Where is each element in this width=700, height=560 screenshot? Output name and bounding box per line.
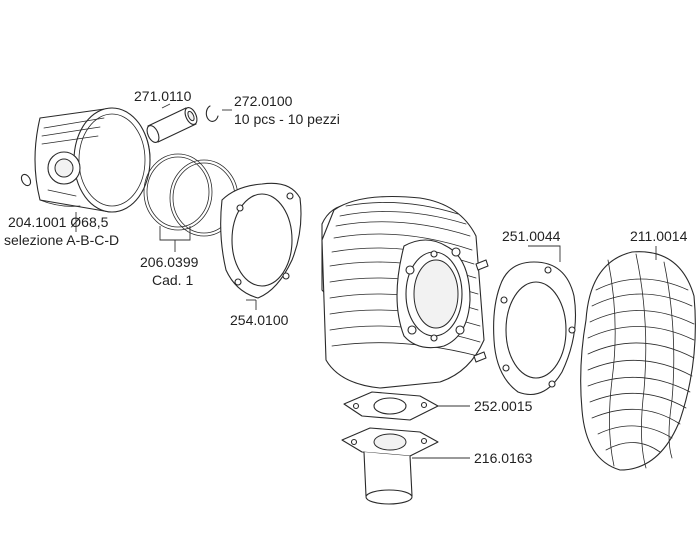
head-gasket — [493, 261, 577, 396]
base-gasket — [220, 182, 302, 299]
label-intake-gasket: 252.0015 — [474, 398, 533, 414]
label-intake-manifold: 216.0163 — [474, 450, 533, 466]
label-piston-selection: selezione A-B-C-D — [4, 232, 119, 248]
intake-manifold — [341, 427, 439, 505]
intake-gasket — [343, 391, 439, 421]
label-rings: 206.0399 — [140, 254, 199, 270]
cylinder — [321, 196, 485, 389]
label-circlip: 272.0100 — [234, 93, 293, 109]
label-rings-qty: Cad. 1 — [152, 272, 193, 288]
piston — [34, 107, 151, 213]
circlip — [205, 105, 219, 122]
label-cylinder-head: 211.0014 — [630, 228, 688, 244]
label-head-gasket: 251.0044 — [502, 228, 561, 244]
label-piston: 204.1001 Ø68,5 — [8, 214, 109, 230]
label-base-gasket: 254.0100 — [230, 312, 289, 328]
cylinder-head — [580, 251, 696, 471]
dowel-pins — [473, 259, 489, 363]
piston-pin — [146, 107, 198, 143]
label-circlip-qty: 10 pcs - 10 pezzi — [234, 111, 340, 127]
label-piston-pin: 271.0110 — [134, 88, 192, 104]
circlip-small-left — [20, 173, 32, 187]
leader-lines — [75, 103, 657, 459]
